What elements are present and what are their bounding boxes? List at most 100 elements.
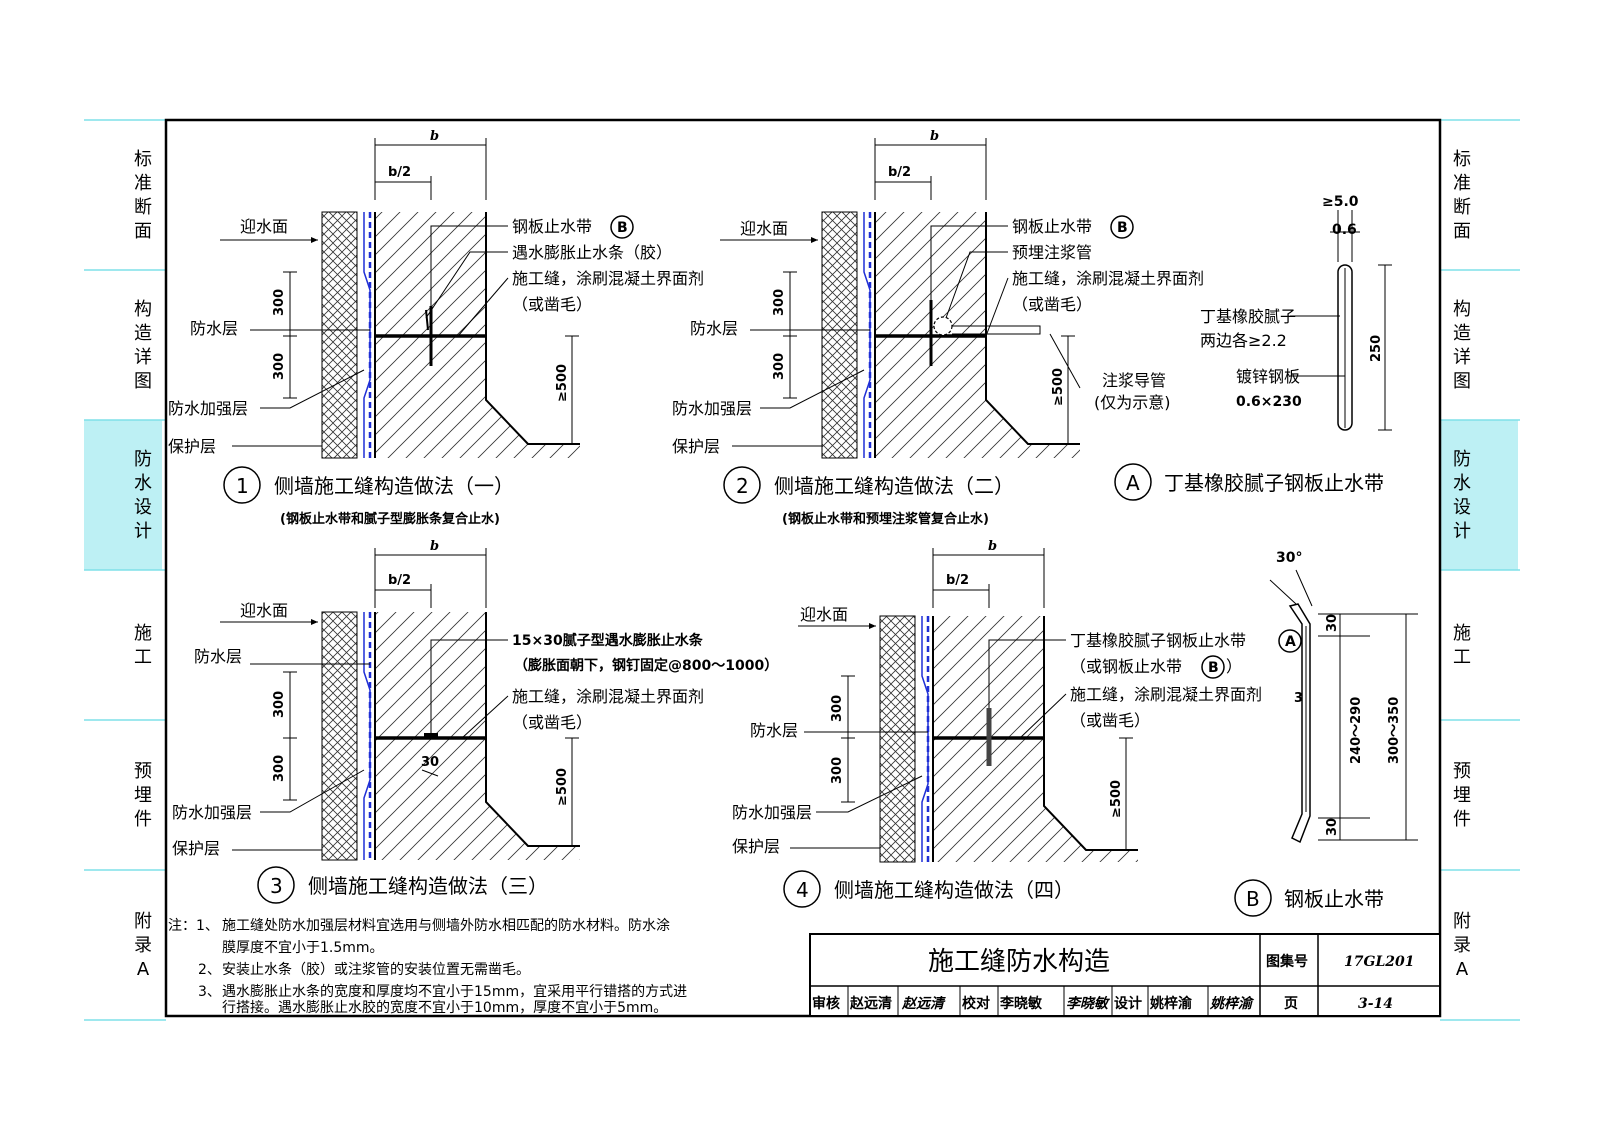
dB-letter: B — [1246, 887, 1260, 911]
review-name: 赵远清 — [849, 995, 892, 1012]
d3-500: ≥500 — [555, 768, 570, 806]
d1-bhalf: b/2 — [388, 165, 411, 180]
d4-l3: 施工缝，涂刷混凝土界面剂 — [1070, 685, 1262, 704]
d1-300a: 300 — [272, 289, 287, 316]
note-1b: 膜厚度不宜小于1.5mm。 — [222, 940, 384, 956]
d1-300b: 300 — [272, 353, 287, 380]
dB-all: 300～350 — [1387, 697, 1402, 764]
d3-protect: 保护层 — [172, 839, 220, 858]
atlas-label: 图集号 — [1266, 953, 1308, 970]
d2-face: 迎水面 — [740, 219, 788, 238]
d2-l5: 注浆导管 — [1102, 371, 1166, 390]
d4-l2: （或钢板止水带 — [1070, 657, 1182, 676]
d1-500: ≥500 — [555, 364, 570, 402]
d3-face: 迎水面 — [240, 601, 288, 620]
tab-dividers — [84, 119, 1520, 1021]
detail-4: b b/2 300 300 ≥500 迎水面 防水层 防水加强层 保护层 丁基橡… — [732, 539, 1302, 908]
d2-sub: (钢板止水带和预埋注浆管复合止水) — [782, 511, 989, 527]
note-1-prefix: 注：1、 — [168, 918, 219, 934]
detail-1: b b/2 300 300 ≥500 迎水面 防水层 防水加强层 保护层 钢板止… — [168, 129, 704, 527]
d2-l6: (仅为示意) — [1094, 393, 1171, 412]
note-3: 遇水膨胀止水条的宽度和厚度均不宜小于15mm，宜采用平行错搭的方式进 — [222, 983, 687, 1000]
d2-reinforce: 防水加强层 — [672, 399, 752, 418]
d4-l2c: ） — [1226, 657, 1242, 676]
d4-bhalf: b/2 — [946, 573, 969, 588]
d4-l1b: A — [1285, 634, 1296, 650]
d3-bhalf: b/2 — [388, 573, 411, 588]
d1-l2: 遇水膨胀止水条（胶） — [512, 243, 672, 262]
note-1: 施工缝处防水加强层材料宜选用与侧墙外防水相匹配的防水材料。防水涂 — [222, 918, 670, 934]
left-tab-2[interactable]: 构造详图 — [134, 299, 152, 392]
right-tab-3[interactable]: 防水设计 — [1453, 449, 1471, 542]
d4-caption: 侧墙施工缝构造做法（四） — [834, 878, 1074, 902]
protect-layer-1 — [321, 211, 358, 459]
d3-30: 30 — [421, 755, 439, 770]
right-tab-active-bg — [1440, 420, 1518, 570]
d4-l4: （或凿毛） — [1070, 711, 1150, 730]
d2-500: ≥500 — [1051, 368, 1066, 406]
left-tab-1[interactable]: 标准断面 — [134, 149, 152, 242]
dA-l4: 0.6×230 — [1236, 394, 1302, 410]
d2-300b: 300 — [772, 353, 787, 380]
review-signature: 赵远清 — [901, 995, 946, 1012]
d4-l2b: B — [1208, 660, 1219, 676]
note-3b: 行搭接。遇水膨胀止水胶的宽度不宜小于10mm，厚度不宜小于5mm。 — [222, 999, 667, 1016]
d2-bhalf: b/2 — [888, 165, 911, 180]
d2-300a: 300 — [772, 289, 787, 316]
d3-caption: 侧墙施工缝构造做法（三） — [308, 874, 548, 898]
dB-caption: 钢板止水带 — [1284, 887, 1384, 911]
d3-l1: 15×30腻子型遇水膨胀止水条 — [512, 632, 704, 649]
d3-l4: （或凿毛） — [512, 713, 592, 732]
right-tab-4[interactable]: 施工 — [1453, 623, 1471, 668]
d1-sub: (钢板止水带和腻子型膨胀条复合止水) — [280, 511, 500, 527]
d2-protect: 保护层 — [672, 437, 720, 456]
left-tab-active-bg — [84, 420, 162, 570]
d3-300b: 300 — [272, 755, 287, 782]
note-2: 安装止水条（胶）或注浆管的安装位置无需凿毛。 — [222, 961, 530, 978]
d4-300b: 300 — [830, 757, 845, 784]
d1-face: 迎水面 — [240, 217, 288, 236]
d2-l1b: B — [1117, 220, 1128, 236]
detail-B: 30° 30 30 3 240～290 300～350 B 钢板止水带 — [1234, 550, 1418, 917]
d3-300a: 300 — [272, 691, 287, 718]
right-tab-1[interactable]: 标准断面 — [1453, 149, 1471, 242]
left-tab-4[interactable]: 施工 — [134, 623, 152, 668]
dA-letter: A — [1126, 471, 1140, 495]
d3-reinforce: 防水加强层 — [172, 803, 252, 822]
check-signature: 李晓敏 — [1066, 995, 1110, 1012]
d4-waterproof: 防水层 — [750, 721, 798, 740]
notes: 注：1、 施工缝处防水加强层材料宜选用与侧墙外防水相匹配的防水材料。防水涂 膜厚… — [168, 918, 687, 1016]
d1-reinforce: 防水加强层 — [168, 399, 248, 418]
d2-l2: 预埋注浆管 — [1012, 243, 1092, 262]
dB-3: 3 — [1294, 691, 1303, 706]
d1-l3: 施工缝，涂刷混凝土界面剂 — [512, 269, 704, 288]
d3-l3: 施工缝，涂刷混凝土界面剂 — [512, 687, 704, 706]
d2-l3: 施工缝，涂刷混凝土界面剂 — [1012, 269, 1204, 288]
drawing-frame — [164, 118, 1442, 1018]
d1-l1: 钢板止水带 — [512, 217, 592, 236]
d4-num: 4 — [796, 878, 809, 902]
d1-l4: （或凿毛） — [512, 295, 592, 314]
note-3-prefix: 3、 — [198, 984, 221, 1000]
d2-l4: （或凿毛） — [1012, 295, 1092, 314]
d2-b: b — [930, 129, 939, 144]
dA-t1: ≥5.0 — [1322, 194, 1359, 210]
page-no: 3-14 — [1358, 996, 1393, 1012]
dA-l3: 镀锌钢板 — [1236, 367, 1300, 386]
left-tab-5[interactable]: 预埋件 — [134, 761, 152, 830]
detail-3: b b/2 300 300 ≥500 30 迎水面 防水层 防水加强层 保护层 … — [172, 539, 778, 904]
right-tab-5[interactable]: 预埋件 — [1453, 761, 1471, 830]
d4-l1: 丁基橡胶腻子钢板止水带 — [1070, 631, 1246, 650]
d1-num: 1 — [236, 474, 249, 498]
d4-500: ≥500 — [1109, 780, 1124, 818]
d3-l2: （膨胀面朝下，钢钉固定@800～1000） — [514, 657, 778, 674]
right-tab-2[interactable]: 构造详图 — [1453, 299, 1471, 392]
d4-b: b — [988, 539, 997, 554]
d3-num: 3 — [270, 874, 283, 898]
design-name: 姚梓渝 — [1149, 995, 1193, 1012]
left-tab-3[interactable]: 防水设计 — [134, 449, 152, 542]
